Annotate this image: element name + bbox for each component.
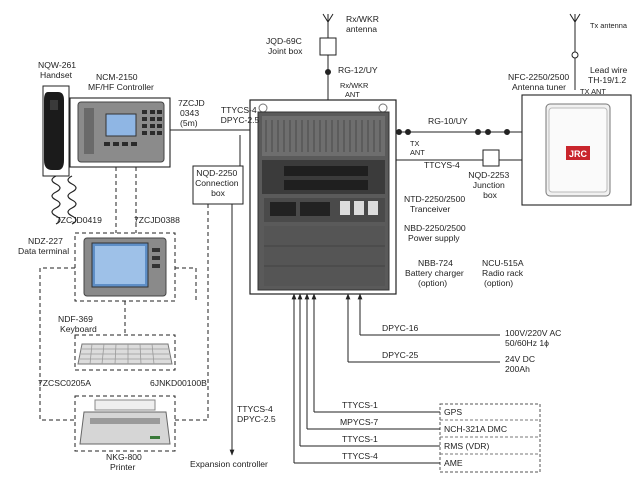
bus-cable-ame: TTYCS-4 xyxy=(342,451,378,461)
antenna-tuner-image: JRC xyxy=(545,103,611,197)
junction-box-label: NQD-2253 Junction box xyxy=(468,170,511,200)
tuner-label: NFC-2250/2500 Antenna tuner xyxy=(508,72,572,92)
rg10-label: RG-10/UY xyxy=(428,116,468,126)
keyboard-label: NDF-369 Keyboard xyxy=(58,314,97,334)
tx-antenna-label: Tx antenna xyxy=(590,21,628,30)
cable-0419-label: 7ZCJD0419 xyxy=(56,215,102,225)
controller-image xyxy=(77,101,165,163)
tx-ant-side-label: TX ANT xyxy=(410,139,425,157)
tx-ant-top-label: TX ANT xyxy=(580,87,606,96)
joint-box xyxy=(319,37,337,56)
lead-wire-label: Lead wire TH-19/1.2 xyxy=(588,65,630,85)
cable-0388-label: 7ZCJD0388 xyxy=(134,215,180,225)
dc-supply-label: 24V DC 200Ah xyxy=(505,354,537,374)
cable-0205-label: 7ZCSC0205A xyxy=(38,378,91,388)
radio-rack-label: NCU-515A Radio rack (option) xyxy=(482,258,525,288)
cable-0010-label: 6JNKD00100B xyxy=(150,378,207,388)
rg12-label: RG-12/UY xyxy=(338,65,378,75)
controller-label: NCM-2150 MF/HF Controller xyxy=(88,72,154,92)
connection-box xyxy=(192,165,244,205)
handset-image xyxy=(42,85,77,225)
handset-label: NQW-261 Handset xyxy=(38,60,78,80)
ac-supply-label: 100V/220V AC 50/60Hz 1ϕ xyxy=(505,328,564,348)
dpyc25-label: DPYC-25 xyxy=(382,350,419,360)
bus-device-gps: GPS xyxy=(444,407,462,417)
ttycs-dpyc-bottom-label: TTYCS-4 DPYC-2.5 xyxy=(237,404,276,424)
dpyc16-label: DPYC-16 xyxy=(382,323,419,333)
dashed-interconnects xyxy=(39,204,209,421)
keyboard-image xyxy=(77,343,173,365)
expansion-controller-label: Expansion controller xyxy=(190,459,268,469)
ttycs-dpyc-top-label: TTYCS-4 DPYC-2.5 xyxy=(221,105,260,125)
power-supply-label: NBD-2250/2500 Power supply xyxy=(404,223,468,243)
bus-lines xyxy=(291,293,440,464)
bus-device-dmc: NCH-321A DMC xyxy=(444,424,507,434)
joint-box-label: JQD-69C Joint box xyxy=(266,36,304,56)
junction-box xyxy=(482,149,500,167)
rx-antenna-label: Rx/WKR antenna xyxy=(346,14,381,34)
battery-charger-label: NBB-724 Battery charger (option) xyxy=(405,258,466,288)
cable-0343-label: 7ZCJD 0343 (5m) xyxy=(178,98,207,128)
bus-device-rms: RMS (VDR) xyxy=(444,441,489,451)
bus-cable-rms: TTYCS-1 xyxy=(342,434,378,444)
connection-box-label: NQD-2250 Connection box xyxy=(195,168,241,198)
bus-cable-gps: TTYCS-1 xyxy=(342,400,378,410)
transceiver-rack-image xyxy=(257,103,390,291)
data-terminal-label: NDZ-227 Data terminal xyxy=(18,236,69,256)
bus-cable-dmc: MPYCS-7 xyxy=(340,417,378,427)
rx-antenna xyxy=(322,13,334,38)
printer-label: NKG-800 Printer xyxy=(106,452,144,472)
bus-device-ame: AME xyxy=(444,458,463,468)
tx-antenna xyxy=(569,13,581,90)
external-devices-frame xyxy=(439,403,541,473)
rx-wkr-ant-label: Rx/WKR ANT xyxy=(340,81,370,99)
transceiver-label: NTD-2250/2500 Tranceiver xyxy=(404,194,468,214)
tuner-logo: JRC xyxy=(569,149,588,159)
ttcys4-right-label: TTCYS-4 xyxy=(424,160,460,170)
printer-image xyxy=(79,399,171,445)
data-terminal-image xyxy=(83,237,167,297)
